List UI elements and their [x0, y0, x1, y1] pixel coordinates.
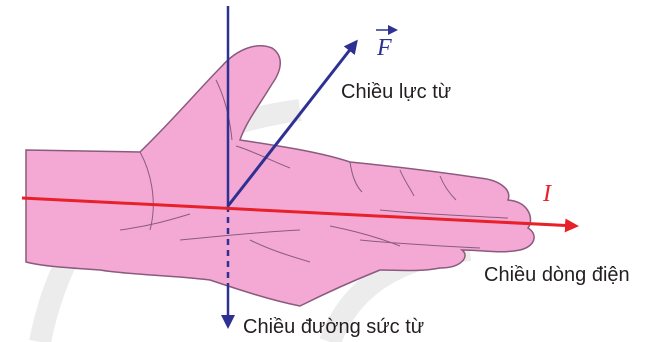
force-symbol-group: F: [376, 30, 396, 61]
field-label: Chiều đường sức từ: [243, 316, 424, 338]
current-label: Chiều dòng điện: [484, 264, 630, 286]
hand-shape: [26, 46, 534, 306]
force-label: Chiều lực từ: [341, 81, 451, 103]
hand: [26, 46, 534, 306]
current-symbol: I: [542, 181, 552, 207]
force-symbol: F: [376, 35, 392, 61]
